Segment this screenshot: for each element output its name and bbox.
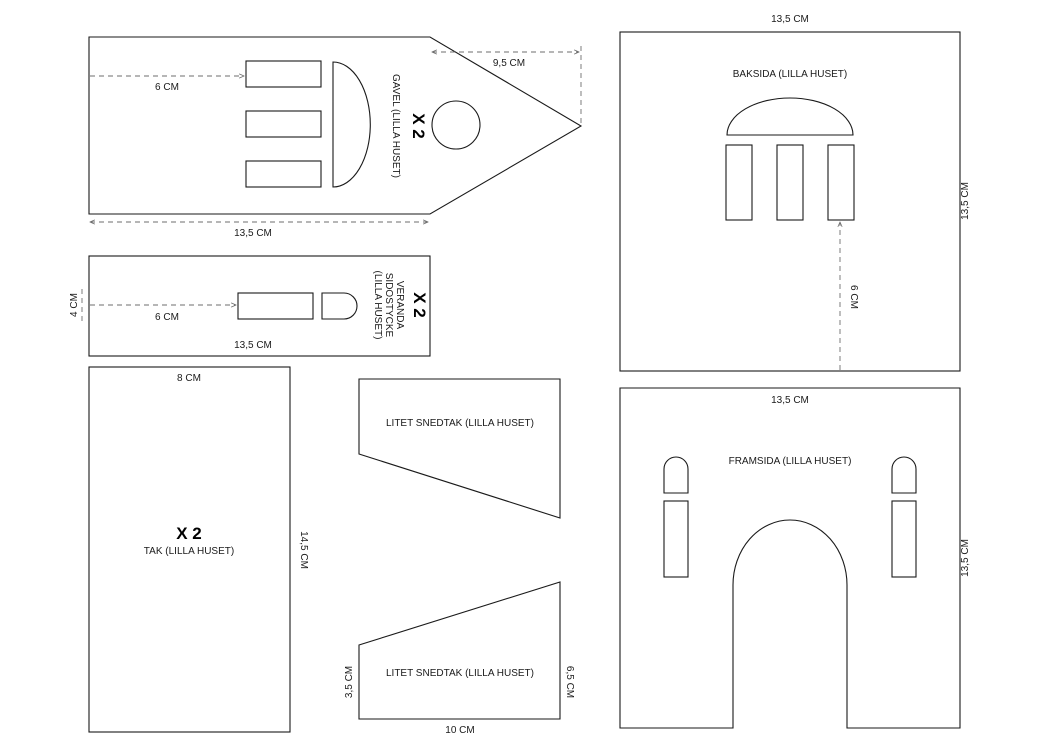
baksida-window-1 (725, 144, 753, 221)
gavel-half-round-window (332, 61, 371, 188)
veranda-length-dimension: 13,5 CM (234, 340, 272, 351)
tak-width-dimension: 8 CM (177, 373, 201, 384)
framsida-outline (619, 387, 961, 729)
tak-outline (88, 366, 291, 733)
veranda-label-line-1: VERANDA (394, 281, 405, 330)
veranda-window-dimension: 6 CM (155, 312, 179, 323)
baksida-window-2 (776, 144, 804, 221)
snedtak-bottom-right-dimension: 6,5 CM (564, 666, 575, 698)
tak-label: TAK (LILLA HUSET) (144, 546, 234, 557)
framsida-label: FRAMSIDA (LILLA HUSET) (729, 456, 852, 467)
framsida-left-arch-window (663, 456, 689, 494)
gavel-length-dimension: 13,5 CM (234, 228, 272, 239)
gavel-peak-dimension: 9,5 CM (493, 58, 525, 69)
snedtak-bottom-width-dimension: 10 CM (445, 725, 474, 736)
baksida-window-dimension: 6 CM (848, 285, 859, 309)
veranda-piece: 6 CM 13,5 CM 4 CM X 2 VERANDA SIDOSTYCKE… (69, 255, 431, 357)
gavel-piece: 6 CM 13,5 CM 9,5 CM X 2 GAVEL (LILLA HUS… (88, 36, 583, 239)
gavel-count: X 2 (409, 113, 428, 139)
snedtak-bottom-label: LITET SNEDTAK (LILLA HUSET) (386, 668, 534, 679)
gavel-window-dimension: 6 CM (155, 82, 179, 93)
framsida-piece: 13,5 CM 13,5 CM FRAMSIDA (LILLA HUSET) (619, 387, 971, 729)
framsida-right-arch-window (891, 456, 917, 494)
snedtak-bottom-left-dimension: 3,5 CM (344, 666, 355, 698)
snedtak-bottom-piece: LITET SNEDTAK (LILLA HUSET) 3,5 CM 6,5 C… (344, 581, 575, 736)
gavel-window-2 (245, 110, 322, 138)
veranda-height-dimension: 4 CM (69, 293, 80, 317)
veranda-arched-window (321, 292, 358, 320)
gavel-window-1 (245, 60, 322, 88)
baksida-height-dimension: 13,5 CM (960, 182, 971, 220)
framsida-right-window (891, 500, 917, 578)
snedtak-top-outline (358, 378, 561, 519)
baksida-window-3 (827, 144, 855, 221)
snedtak-top-label: LITET SNEDTAK (LILLA HUSET) (386, 418, 534, 429)
gavel-round-window (431, 100, 481, 150)
framsida-height-dimension: 13,5 CM (960, 539, 971, 577)
veranda-label-line-3: (LILLA HUSET) (372, 271, 383, 340)
tak-height-dimension: 14,5 CM (298, 531, 309, 569)
gavel-label: GAVEL (LILLA HUSET) (390, 74, 401, 178)
snedtak-bottom-outline (358, 581, 561, 720)
veranda-count: X 2 (410, 292, 429, 318)
framsida-left-window (663, 500, 689, 578)
gavel-window-3 (245, 160, 322, 188)
veranda-window (237, 292, 314, 320)
framsida-width-dimension: 13,5 CM (771, 395, 809, 406)
tak-count: X 2 (176, 524, 202, 543)
baksida-piece: 13,5 CM 13,5 CM BAKSIDA (LILLA HUSET) 6 … (619, 14, 971, 372)
baksida-width-dimension: 13,5 CM (771, 14, 809, 25)
baksida-label: BAKSIDA (LILLA HUSET) (733, 69, 848, 80)
tak-piece: 8 CM X 2 TAK (LILLA HUSET) 14,5 CM (88, 366, 309, 733)
veranda-label-line-2: SIDOSTYCKE (383, 273, 394, 338)
baksida-half-round-window (726, 97, 854, 136)
snedtak-top-piece: LITET SNEDTAK (LILLA HUSET) (358, 378, 561, 519)
